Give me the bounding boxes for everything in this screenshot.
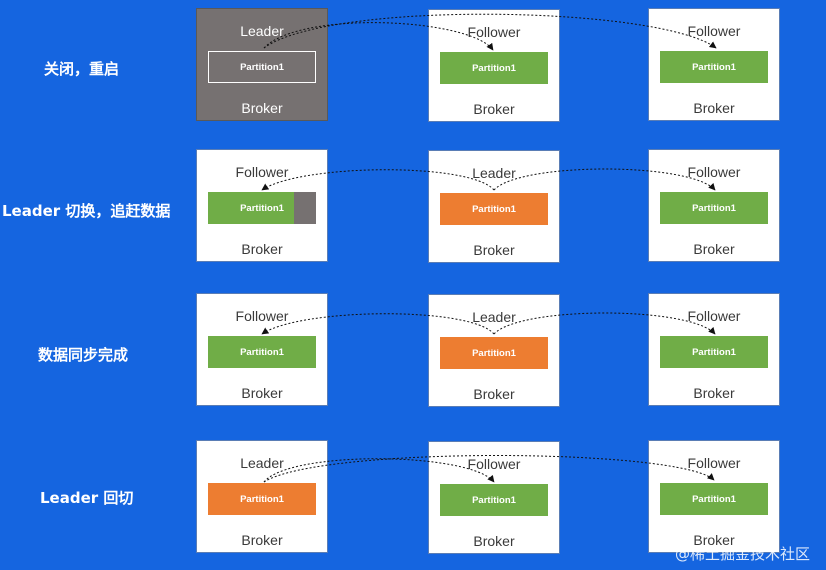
partition-label: Partition1 xyxy=(240,202,284,214)
partition-box: Partition1 xyxy=(660,192,768,224)
broker-name: Broker xyxy=(693,532,735,548)
broker-name: Broker xyxy=(693,385,735,401)
partition-box: Partition1 xyxy=(440,52,548,84)
partition-box: Partition1 xyxy=(660,336,768,368)
partition-box: Partition1 xyxy=(440,484,548,516)
row-label-restart: 关闭，重启 xyxy=(44,60,120,78)
broker-row2-col2: Leader Partition1 Broker xyxy=(428,150,560,263)
broker-role: Follower xyxy=(687,455,741,471)
broker-name: Broker xyxy=(241,241,283,257)
broker-name: Broker xyxy=(693,241,735,257)
row-label-sync-complete: 数据同步完成 xyxy=(38,346,129,364)
broker-role: Leader xyxy=(472,165,516,181)
broker-name: Broker xyxy=(473,242,515,258)
broker-row3-col3: Follower Partition1 Broker xyxy=(648,293,780,406)
broker-role: Follower xyxy=(235,308,289,324)
broker-name: Broker xyxy=(241,385,283,401)
broker-name: Broker xyxy=(241,100,283,116)
broker-role: Follower xyxy=(687,164,741,180)
broker-row1-col2: Follower Partition1 Broker xyxy=(428,9,560,122)
watermark: @稀土掘金技术社区 xyxy=(674,545,810,563)
broker-role: Follower xyxy=(235,164,289,180)
broker-row2-col1: Follower Partition1 Broker xyxy=(196,149,328,262)
partition-box: Partition1 xyxy=(440,193,548,225)
row-label-leader-switchback: Leader 回切 xyxy=(40,489,134,507)
broker-row2-col3: Follower Partition1 Broker xyxy=(648,149,780,262)
broker-name: Broker xyxy=(473,533,515,549)
broker-role: Follower xyxy=(687,308,741,324)
partition-box-catching-up: Partition1 xyxy=(208,192,316,224)
broker-name: Broker xyxy=(473,101,515,117)
broker-row3-col1: Follower Partition1 Broker xyxy=(196,293,328,406)
broker-name: Broker xyxy=(241,532,283,548)
row-label-leader-switch: Leader 切换，追赶数据 xyxy=(2,202,171,220)
partition-box: Partition1 xyxy=(208,51,316,83)
partition-box: Partition1 xyxy=(660,483,768,515)
broker-name: Broker xyxy=(473,386,515,402)
broker-row3-col2: Leader Partition1 Broker xyxy=(428,294,560,407)
replication-lag-segment xyxy=(294,192,316,224)
broker-row4-col2: Follower Partition1 Broker xyxy=(428,441,560,554)
partition-box: Partition1 xyxy=(208,336,316,368)
broker-name: Broker xyxy=(693,100,735,116)
broker-role: Follower xyxy=(687,23,741,39)
partition-box: Partition1 xyxy=(660,51,768,83)
broker-role: Leader xyxy=(240,23,284,39)
broker-role: Leader xyxy=(240,455,284,471)
broker-row4-col1: Leader Partition1 Broker xyxy=(196,440,328,553)
broker-row1-col1: Leader Partition1 Broker xyxy=(196,8,328,121)
partition-box: Partition1 xyxy=(208,483,316,515)
partition-box: Partition1 xyxy=(440,337,548,369)
broker-row1-col3: Follower Partition1 Broker xyxy=(648,8,780,121)
broker-row4-col3: Follower Partition1 Broker xyxy=(648,440,780,553)
broker-role: Follower xyxy=(467,24,521,40)
broker-role: Follower xyxy=(467,456,521,472)
broker-role: Leader xyxy=(472,309,516,325)
